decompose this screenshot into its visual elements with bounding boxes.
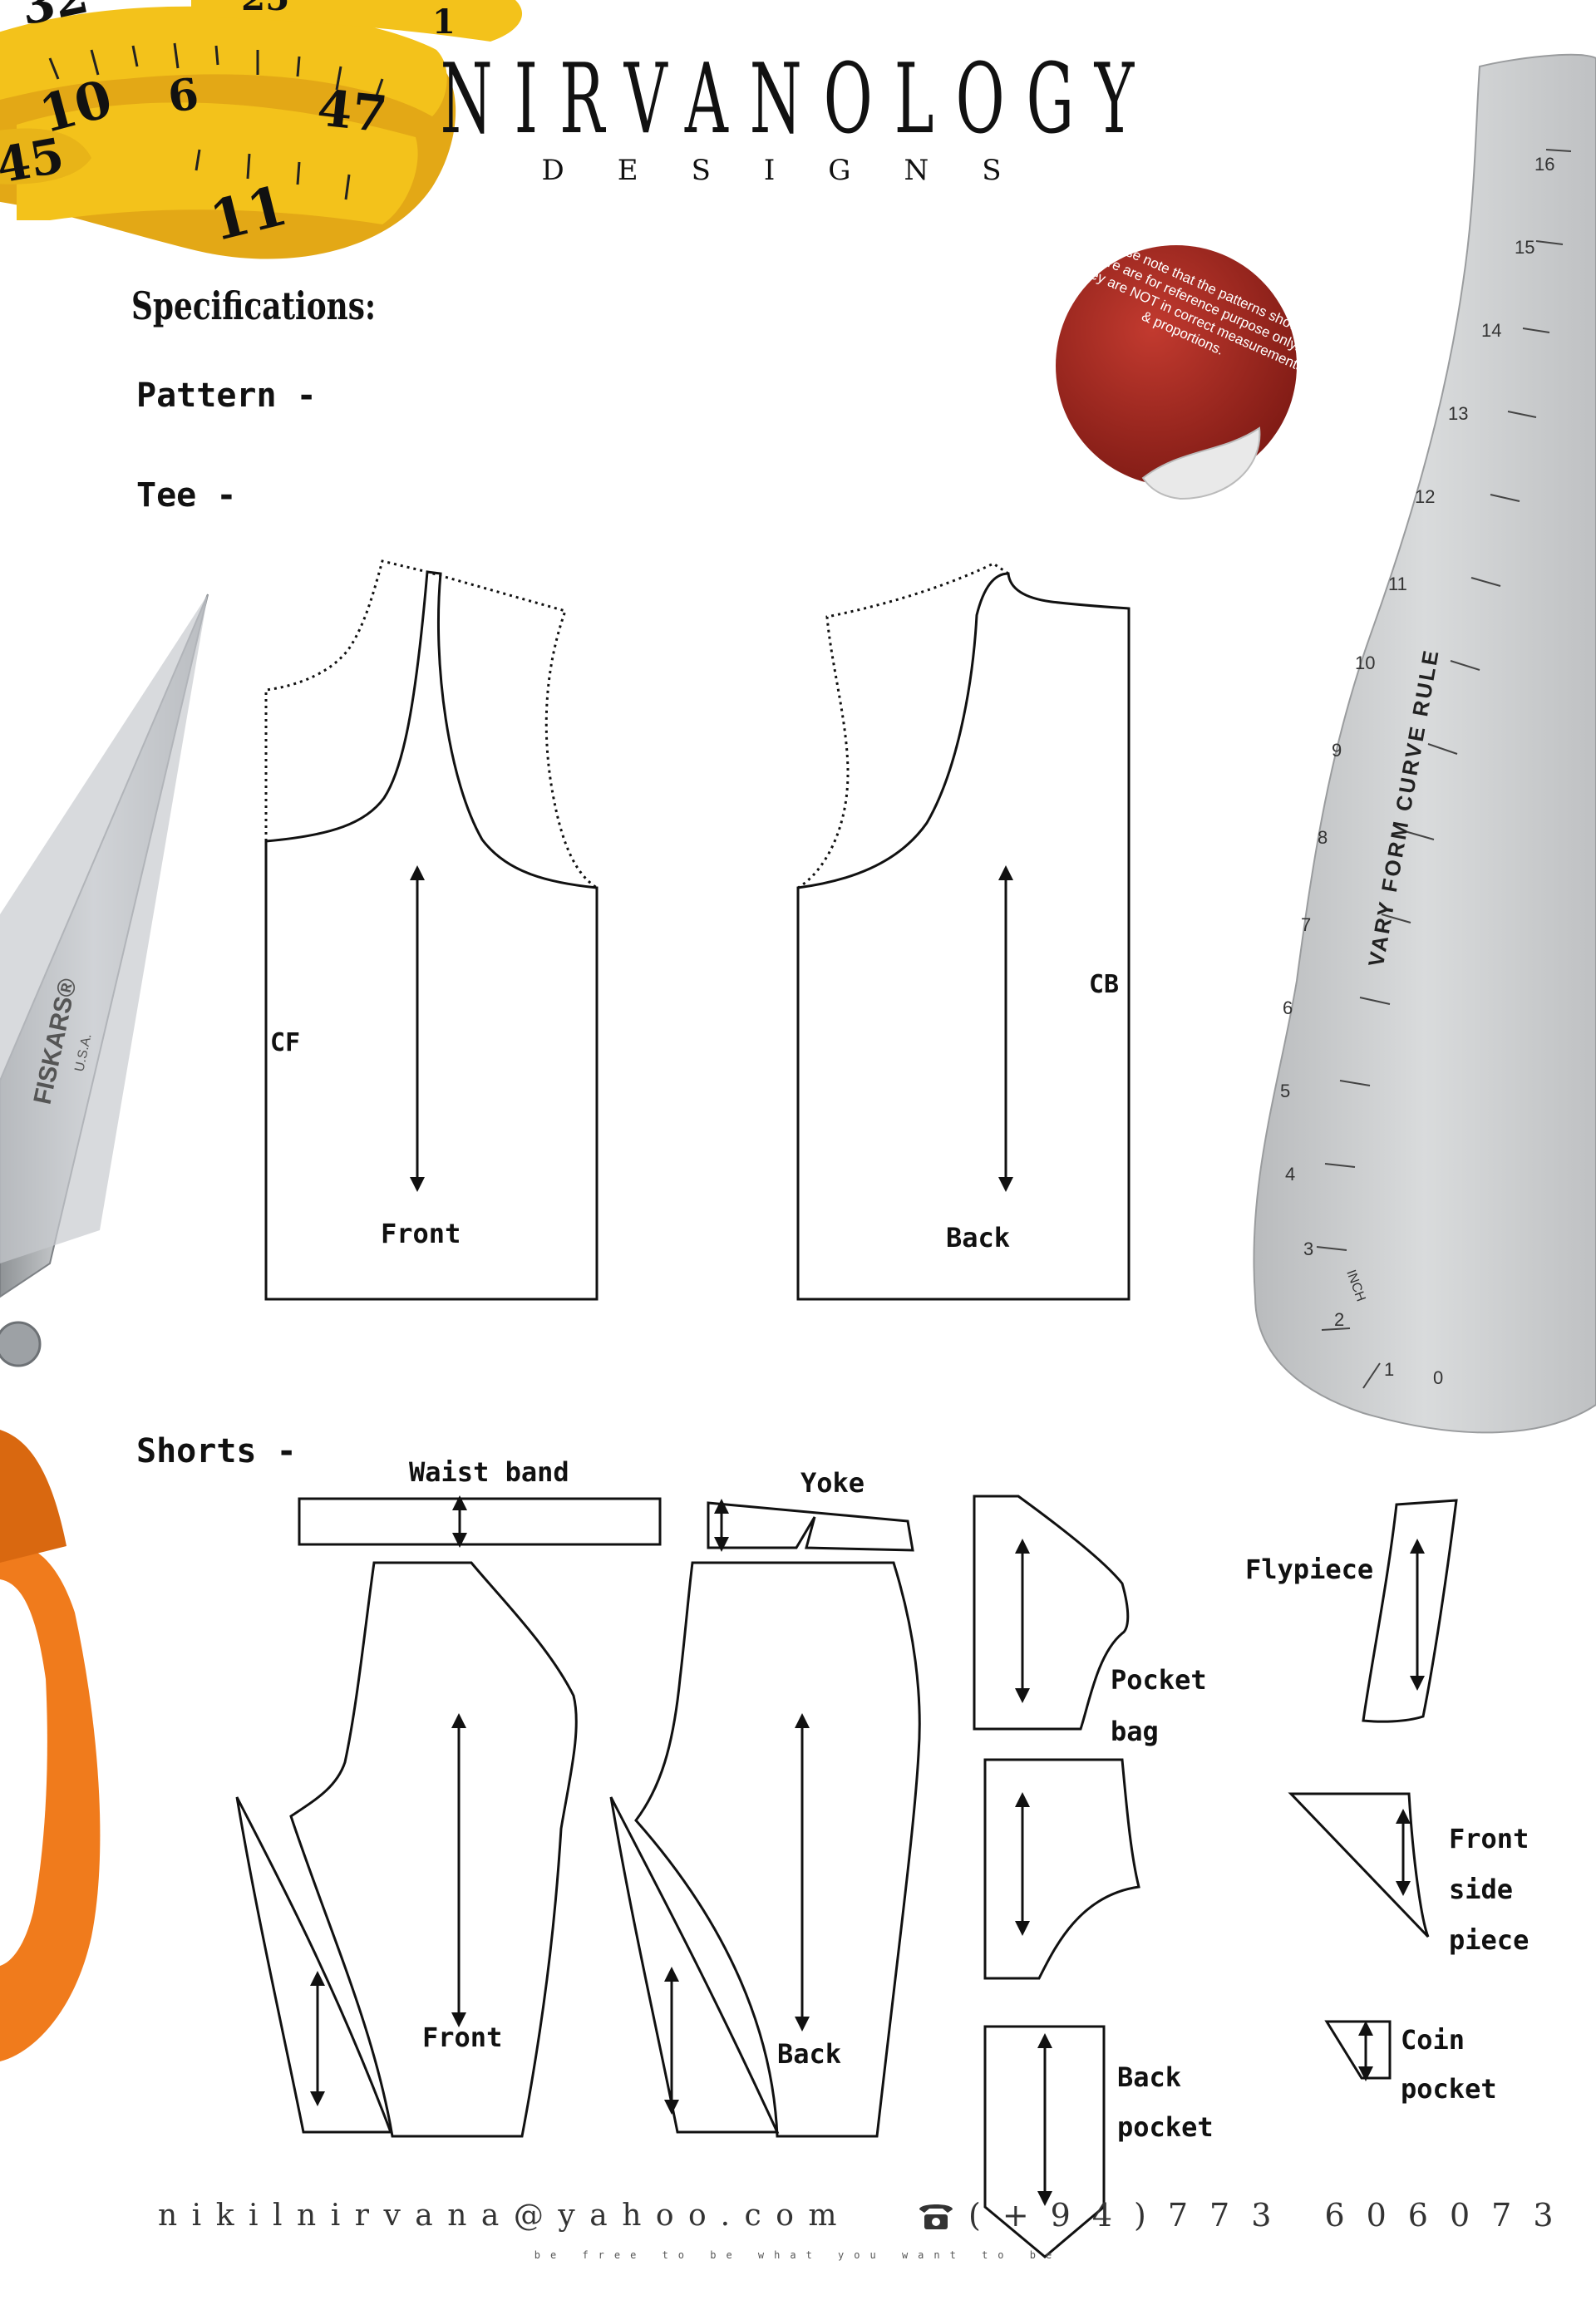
- coin-pocket-label-line1: Coin: [1401, 2024, 1465, 2056]
- phone-icon: [919, 2204, 953, 2229]
- tape-number: 6: [165, 68, 201, 122]
- brand-title: NIRVANOLOGY: [440, 43, 1156, 155]
- tee-cf-label: CF: [270, 1028, 301, 1057]
- ruler-number: 4: [1285, 1164, 1295, 1184]
- shorts-front-piece: [235, 1561, 578, 2138]
- ruler-number: 1: [1384, 1359, 1394, 1380]
- front-side-piece-label-line2: side: [1449, 1874, 1514, 1905]
- tee-front-label: Front: [381, 1218, 461, 1249]
- measuring-tape: 32 25 10 6 47 45 11 1: [0, 0, 523, 259]
- pocket-bag-piece: [973, 1495, 1140, 1980]
- shorts-back-label: Back: [777, 2038, 842, 2070]
- ruler-number: 10: [1355, 653, 1375, 673]
- footer-phone[interactable]: (+94)773 606073: [968, 2197, 1575, 2234]
- ruler-number: 11: [1388, 574, 1407, 594]
- ruler-number: 7: [1301, 914, 1311, 935]
- note-sticker: [1056, 245, 1297, 500]
- tape-number: 1: [432, 2, 456, 42]
- ruler-number: 5: [1280, 1081, 1290, 1101]
- front-side-piece-label-line3: piece: [1449, 1924, 1530, 1956]
- front-side-piece-label-line1: Front: [1449, 1823, 1530, 1854]
- ruler-number: 0: [1433, 1367, 1443, 1388]
- tee-front-piece: [264, 559, 598, 1301]
- specifications-heading: Specifications:: [131, 283, 377, 328]
- tape-number: 25: [241, 0, 289, 18]
- ruler-number: 14: [1481, 320, 1501, 341]
- waist-band-label: Waist band: [409, 1456, 569, 1488]
- pocket-bag-label-line1: Pocket: [1111, 1664, 1207, 1696]
- tape-number: 45: [0, 127, 68, 195]
- ruler-number: 8: [1318, 827, 1328, 848]
- yoke-label: Yoke: [800, 1467, 865, 1499]
- ruler-number: 13: [1448, 403, 1468, 424]
- ruler-number: 6: [1283, 997, 1293, 1018]
- ruler-number: 2: [1334, 1309, 1344, 1330]
- back-pocket-piece: [983, 2025, 1106, 2258]
- waist-band-piece: [298, 1495, 662, 1548]
- footer-tagline: be free to be what you want to be: [534, 2249, 1062, 2261]
- ruler-number: 9: [1332, 740, 1342, 761]
- front-side-piece-shape: [1288, 1792, 1430, 1938]
- footer-email[interactable]: nikilnirvana@yahoo.com: [158, 2199, 852, 2233]
- tee-cb-label: CB: [1089, 970, 1120, 999]
- flypiece-label: Flypiece: [1245, 1554, 1374, 1585]
- scissors: FISKARS® U.S.A.: [0, 593, 209, 2061]
- flypiece-piece: [1362, 1499, 1458, 1723]
- ruler-number: 15: [1515, 237, 1534, 258]
- ruler-number: 12: [1415, 486, 1435, 507]
- curve-ruler: 0 1 2 3 4 5 6 7 8 9 10 11 12 13 14 15 16…: [1253, 53, 1596, 1434]
- shorts-front-label: Front: [422, 2022, 503, 2053]
- coin-pocket-piece: [1324, 2020, 1392, 2081]
- pocket-bag-label-line2: bag: [1111, 1716, 1159, 1747]
- back-pocket-label-line1: Back: [1117, 2061, 1182, 2093]
- brand-subtitle: DESIGNS: [541, 154, 1055, 187]
- back-pocket-label-line2: pocket: [1117, 2111, 1214, 2143]
- tape-number: 47: [314, 79, 389, 144]
- ruler-number: 3: [1303, 1239, 1313, 1259]
- shorts-label: Shorts -: [136, 1432, 297, 1470]
- ruler-number: 16: [1534, 154, 1554, 175]
- coin-pocket-label-line2: pocket: [1401, 2073, 1497, 2105]
- tee-back-piece: [796, 562, 1130, 1301]
- pattern-label: Pattern -: [136, 377, 317, 415]
- shorts-back-piece: [609, 1561, 921, 2138]
- tee-back-label: Back: [946, 1222, 1011, 1253]
- yoke-piece: [707, 1499, 914, 1552]
- tee-label: Tee -: [136, 476, 237, 515]
